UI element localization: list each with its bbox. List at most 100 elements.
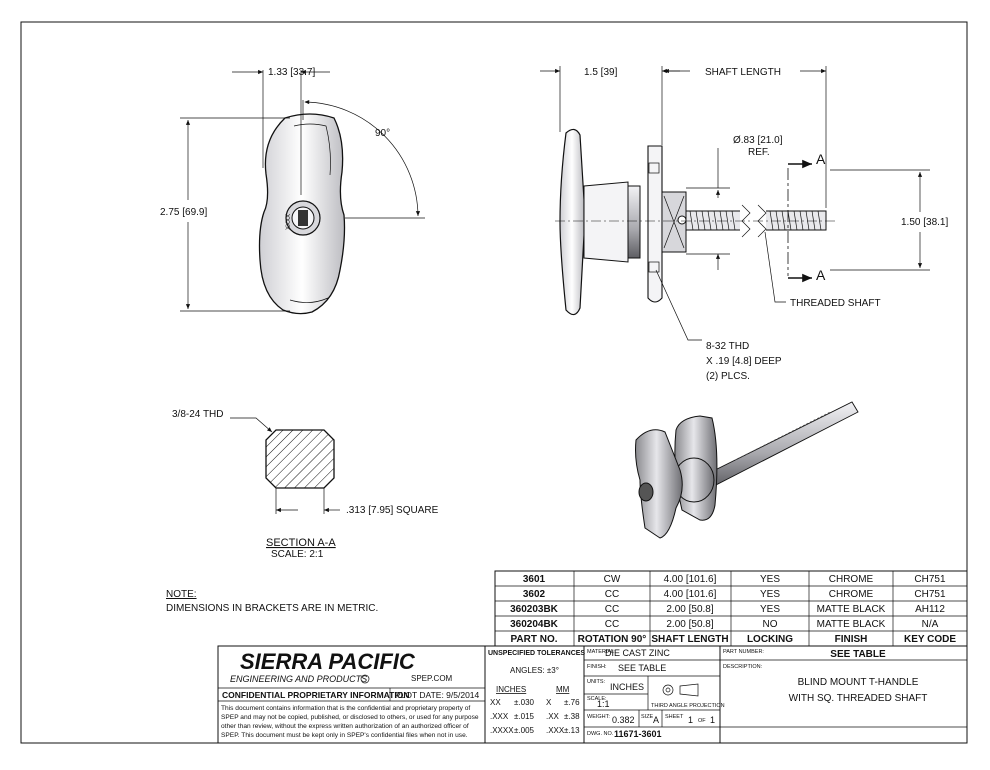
note-text: DIMENSIONS IN BRACKETS ARE IN METRIC. xyxy=(166,603,378,614)
table-cell: NO xyxy=(763,619,778,630)
tol-cell: ±.015 xyxy=(514,712,535,721)
dwg-number: 11671-3601 xyxy=(614,729,662,739)
mounting-plate xyxy=(647,145,663,303)
confidential-line-4: SPEP. This document must be kept only in… xyxy=(221,732,468,739)
table-header: PART NO. xyxy=(510,634,557,645)
diameter-ref: REF. xyxy=(748,147,770,158)
table-cell: CC xyxy=(605,589,619,600)
side-view: 1.5 [39] SHAFT LENGTH Ø.83 [21.0] REF. A… xyxy=(540,66,948,382)
section-square xyxy=(265,429,335,489)
part-number-value: SEE TABLE xyxy=(830,649,886,660)
table-cell: CH751 xyxy=(914,574,946,585)
table-cell: CW xyxy=(604,574,621,585)
key-slot-icon xyxy=(298,210,308,226)
holes-note-3: (2) PLCS. xyxy=(706,371,750,382)
table-cell: CHROME xyxy=(829,589,874,600)
dwg-label: DWG. NO. xyxy=(587,731,614,737)
size-value: A xyxy=(653,715,659,725)
table-cell: 2.00 [50.8] xyxy=(666,604,713,615)
table-cell: 2.00 [50.8] xyxy=(666,619,713,630)
table-cell: 360204BK xyxy=(510,619,559,630)
offset-dim: 1.5 [39] xyxy=(584,67,618,78)
table-cell: CH751 xyxy=(914,589,946,600)
company-name: SIERRA PACIFIC xyxy=(240,649,416,674)
section-title: SECTION A-A xyxy=(266,537,336,549)
tol-cell: ±.38 xyxy=(564,712,580,721)
table-cell: CC xyxy=(605,619,619,630)
of-value: 1 xyxy=(710,715,715,725)
weight-value: 0.382 xyxy=(612,715,635,725)
shaft-threads xyxy=(689,210,822,231)
table-cell: MATTE BLACK xyxy=(817,619,886,630)
section-a-bottom: A xyxy=(816,267,826,283)
tol-cell: ±.76 xyxy=(564,698,580,707)
material-value: DIE CAST ZINC xyxy=(605,648,670,658)
finish-label: FINISH: xyxy=(587,664,607,670)
table-header: FINISH xyxy=(835,634,868,645)
angles-tolerance: ANGLES: ±3° xyxy=(510,666,559,675)
title-block: SIERRA PACIFIC ENGINEERING AND PRODUCTS … xyxy=(217,645,968,744)
plot-date: PLOT DATE: 9/5/2014 xyxy=(395,690,480,700)
table-cell: MATTE BLACK xyxy=(817,604,886,615)
table-cell: AH112 xyxy=(915,604,945,615)
material-label: MATERIAL: xyxy=(587,649,616,655)
tol-cell: .XX xyxy=(546,712,560,721)
front-height-dim: 2.75 [69.9] xyxy=(160,207,207,218)
side-height-dim: 1.50 [38.1] xyxy=(901,217,948,228)
tol-cell: ±.030 xyxy=(514,698,535,707)
finish-value: SEE TABLE xyxy=(618,663,666,673)
confidential-line-3: other than review, without the express w… xyxy=(221,723,469,730)
table-header: LOCKING xyxy=(747,634,793,645)
tol-cell: ±.13 xyxy=(564,726,580,735)
company-sub: ENGINEERING AND PRODUCTS xyxy=(230,674,367,684)
table-header: KEY CODE xyxy=(904,634,956,645)
threaded-shaft-label: THREADED SHAFT xyxy=(790,298,881,309)
confidential-line-2: SPEP and may not be copied, published, o… xyxy=(221,714,479,721)
note-heading: NOTE: xyxy=(166,589,197,600)
section-thread-label: 3/8-24 THD xyxy=(172,409,224,420)
iso-lock-icon xyxy=(638,482,654,502)
table-cell: YES xyxy=(760,574,780,585)
projection-label: THIRD ANGLE PROJECTION xyxy=(651,703,725,709)
isometric-view xyxy=(635,401,859,539)
front-view: XXXX 1.33 [33.7] 2.75 [69.9] 90° xyxy=(160,67,425,315)
inches-label: INCHES xyxy=(496,685,526,694)
tolerances-label: UNSPECIFIED TOLERANCES xyxy=(488,650,585,657)
weight-label: WEIGHT: xyxy=(587,714,610,720)
tol-cell: ±.005 xyxy=(514,726,535,735)
mm-label: MM xyxy=(556,685,570,694)
side-body xyxy=(627,185,641,259)
side-handle xyxy=(559,128,585,316)
table-cell: 3602 xyxy=(523,589,546,600)
tol-cell: .XXX xyxy=(490,712,509,721)
sheet-label: SHEET xyxy=(665,714,684,720)
scale-value: 1:1 xyxy=(597,699,610,709)
table-cell: N/A xyxy=(922,619,939,630)
shaft-length-label: SHAFT LENGTH xyxy=(705,67,781,78)
iso-handle xyxy=(635,429,683,539)
confidential-line-1: This document contains information that … xyxy=(221,705,470,712)
tol-cell: X xyxy=(546,698,552,707)
table-cell: YES xyxy=(760,589,780,600)
section-scale: SCALE: 2:1 xyxy=(271,549,324,560)
description-line-2: WITH SQ. THREADED SHAFT xyxy=(789,693,928,704)
iso-shaft xyxy=(704,401,859,488)
units-value: INCHES xyxy=(610,682,644,692)
holes-note-1: 8-32 THD xyxy=(706,341,749,352)
key-mark: XXXX xyxy=(286,214,292,230)
tol-cell: XX xyxy=(490,698,501,707)
table-header: SHAFT LENGTH xyxy=(651,634,728,645)
registered-icon xyxy=(360,674,370,684)
section-view: 3/8-24 THD .313 [7.95] SQUARE SECTION A-… xyxy=(172,409,439,560)
table-cell: 360203BK xyxy=(510,604,559,615)
parts-table: 3601 CW 4.00 [101.6] YES CHROME CH751 36… xyxy=(494,570,968,647)
sheet-border xyxy=(20,21,968,744)
table-cell: 4.00 [101.6] xyxy=(664,589,717,600)
size-label: SIZE xyxy=(641,714,654,720)
section-a-top: A xyxy=(816,151,826,167)
description-line-1: BLIND MOUNT T-HANDLE xyxy=(798,677,919,688)
table-cell: CHROME xyxy=(829,574,874,585)
part-number-label: PART NUMBER: xyxy=(723,649,764,655)
